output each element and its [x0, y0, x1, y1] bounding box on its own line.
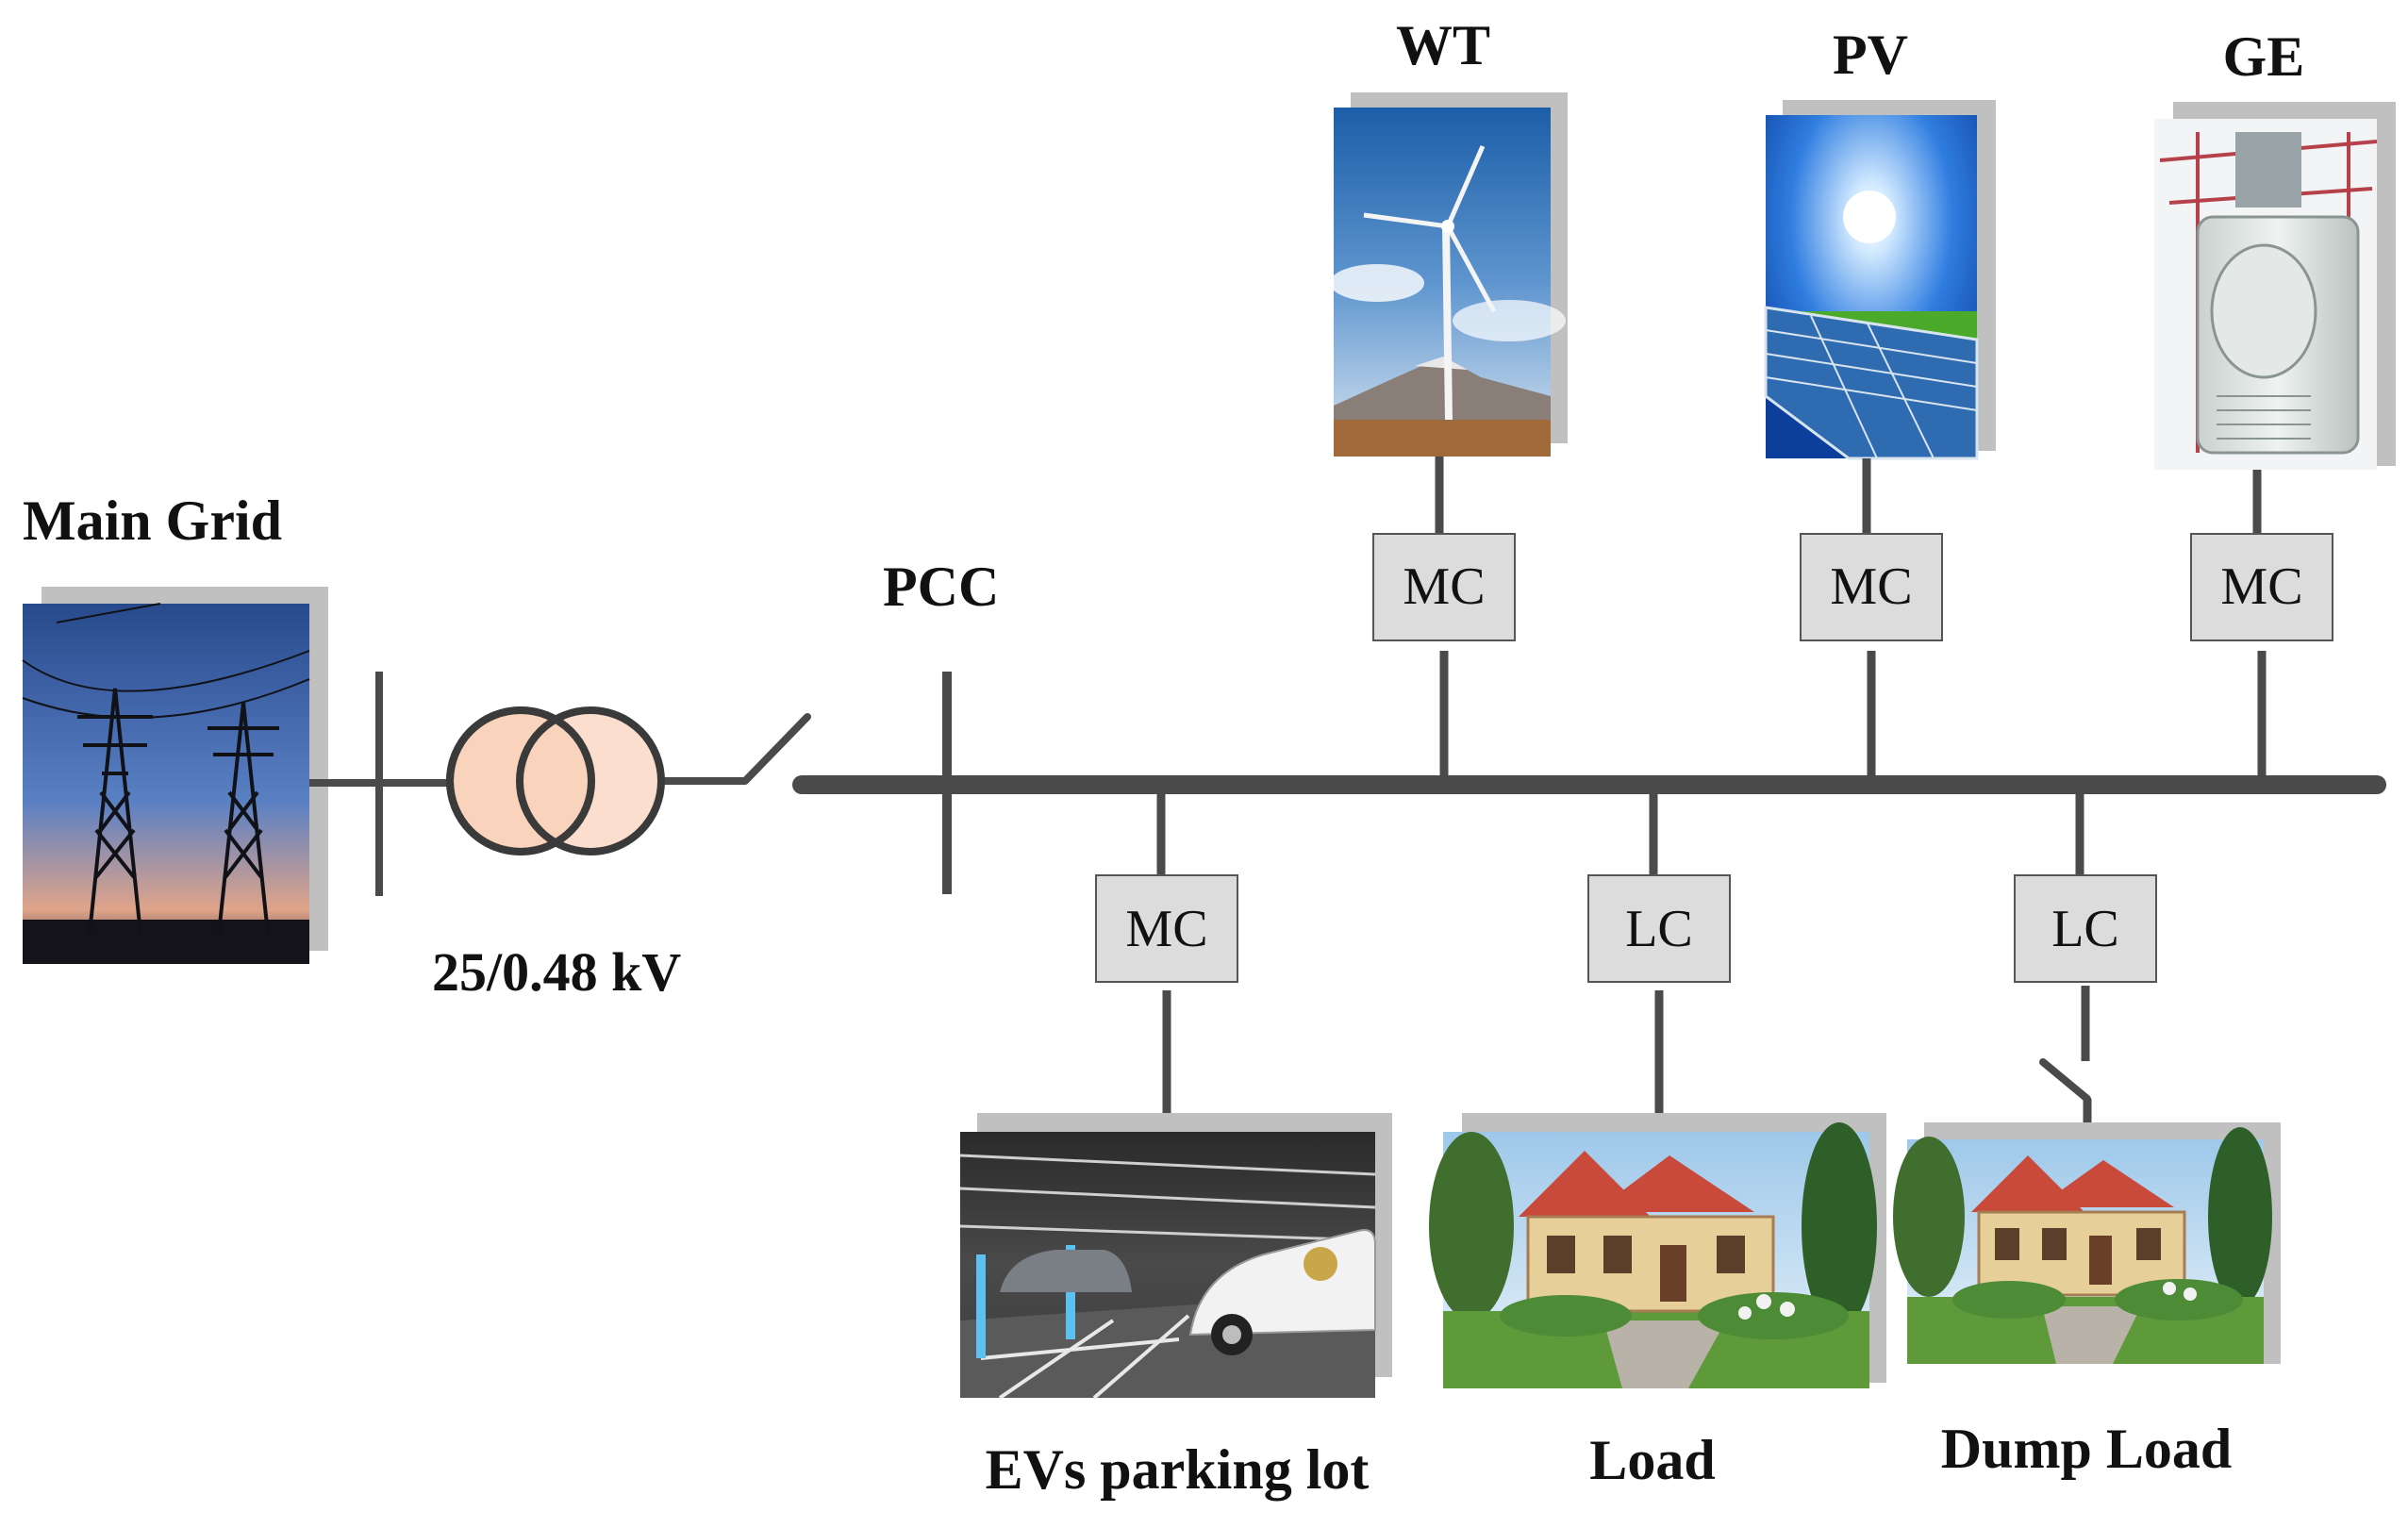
dump-load-controller-box[interactable]: LC — [2014, 874, 2157, 983]
pv-controller-label: MC — [1830, 557, 1912, 616]
wind-turbine-icon — [1330, 92, 1568, 457]
transformer-icon — [446, 706, 745, 855]
power-transmission-tower-icon — [22, 587, 328, 964]
dump-load-open-switch[interactable] — [2039, 1058, 2091, 1103]
evs-label: EVs parking lot — [986, 1438, 1370, 1501]
ge-controller-label: MC — [2220, 557, 2302, 616]
wt-controller-box[interactable]: MC — [1372, 533, 1516, 641]
main-grid-label: Main Grid — [23, 490, 282, 552]
dump-load-label: Dump Load — [1941, 1418, 2232, 1480]
evs-controller-label: MC — [1125, 900, 1207, 958]
load-controller-label: LC — [1625, 900, 1693, 958]
ge-label: GE — [2223, 25, 2305, 88]
evs-controller-box[interactable]: MC — [1095, 874, 1238, 983]
pv-label: PV — [1833, 24, 1908, 86]
generator-icon — [2154, 102, 2396, 470]
load-label: Load — [1589, 1429, 1715, 1491]
load-controller-box[interactable]: LC — [1587, 874, 1731, 983]
house-icon — [1429, 1113, 1886, 1388]
wt-label: WT — [1396, 14, 1490, 76]
solar-panel-icon — [1764, 100, 1996, 460]
pcc-open-switch[interactable] — [741, 713, 811, 785]
wt-controller-label: MC — [1403, 557, 1485, 616]
pv-controller-box[interactable]: MC — [1800, 533, 1943, 641]
dump-load-controller-label: LC — [2051, 900, 2119, 958]
transformer-rating-label: 25/0.48 kV — [432, 941, 681, 1003]
pcc-label: PCC — [883, 556, 999, 618]
electric-vehicle-parking-icon — [959, 1113, 1392, 1400]
house-icon — [1893, 1122, 2281, 1364]
ge-controller-box[interactable]: MC — [2190, 533, 2333, 641]
